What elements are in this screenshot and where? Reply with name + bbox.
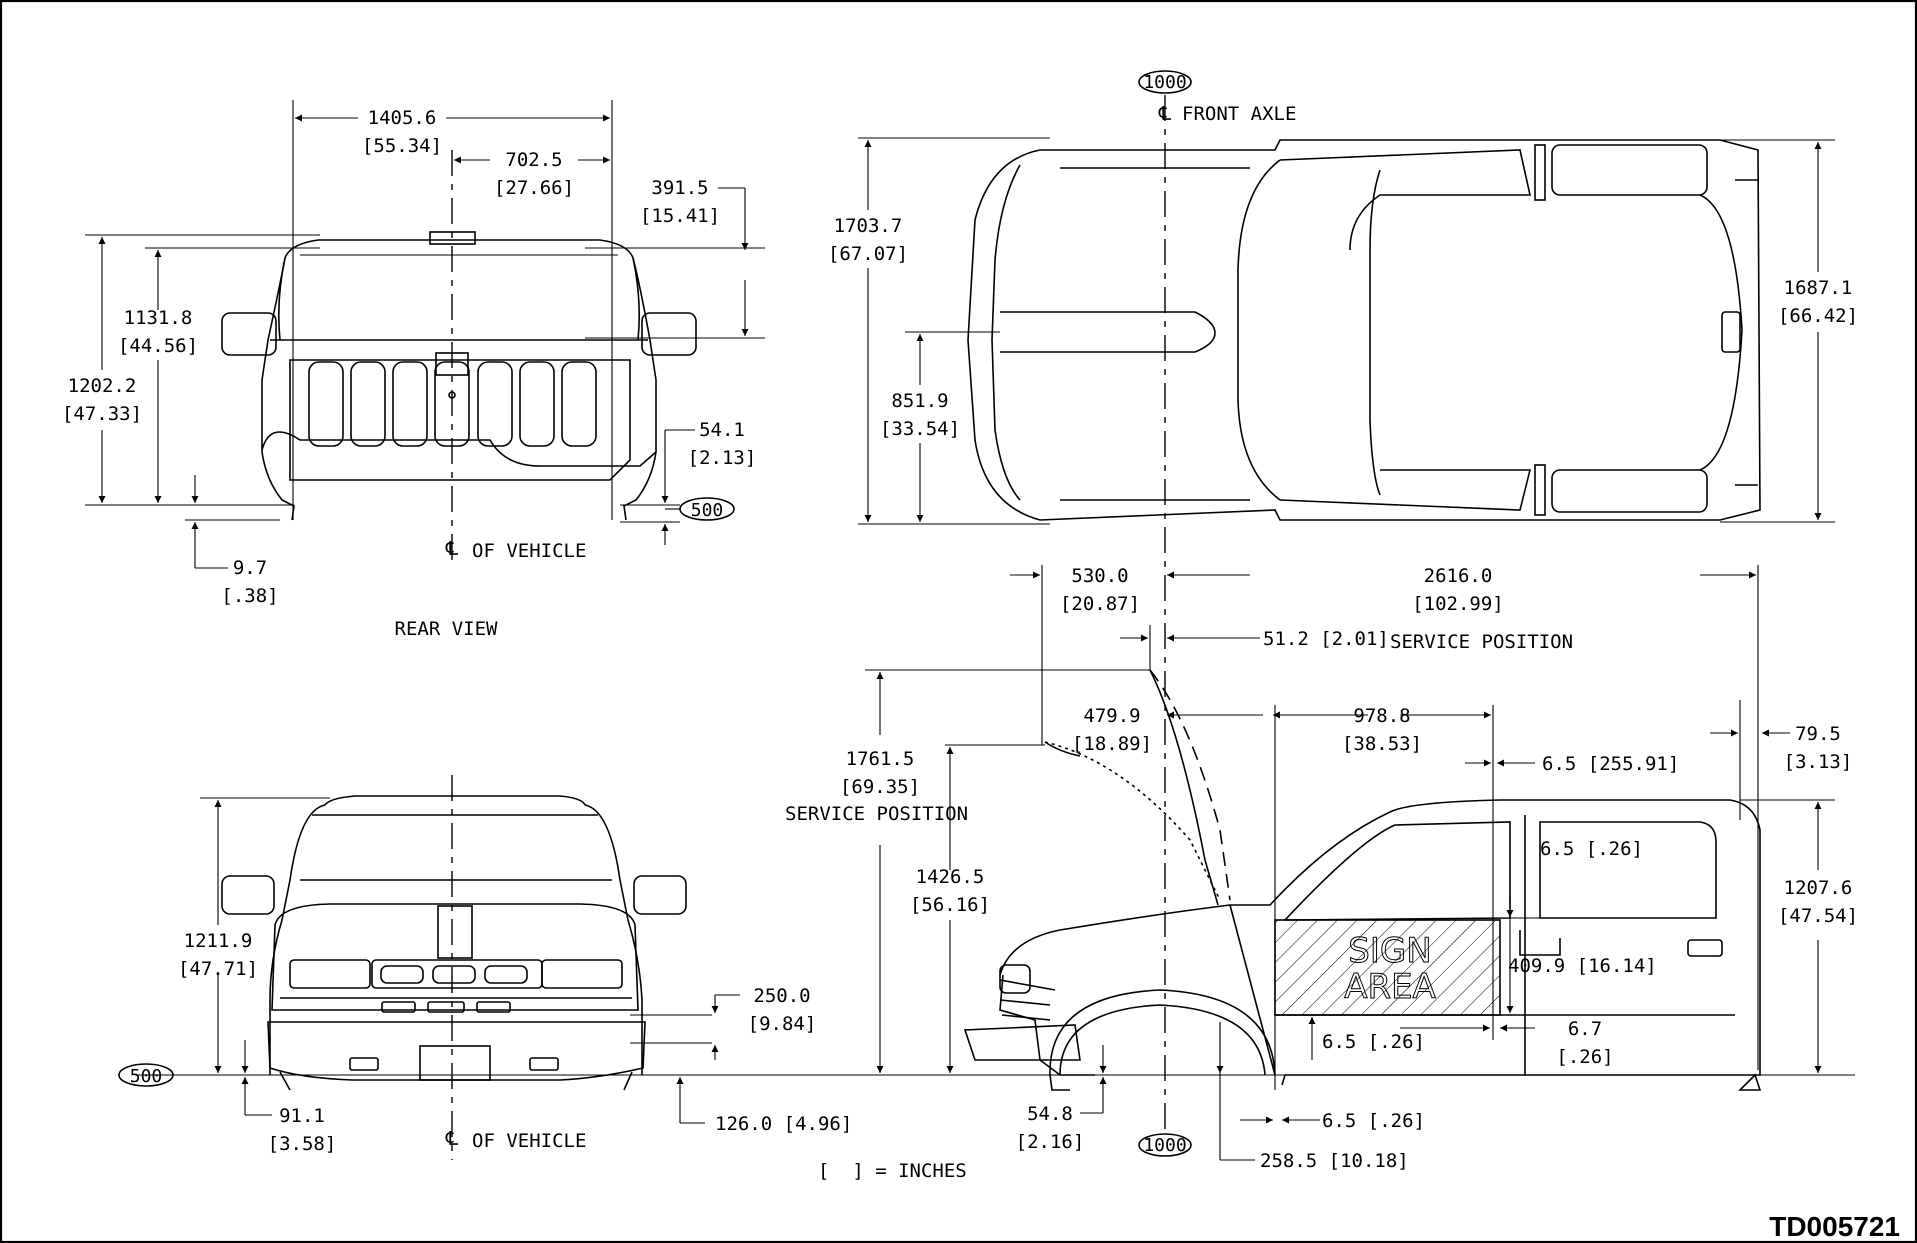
side-wheel-center: 258.5 [10.18]: [1260, 1150, 1409, 1172]
side-hood-height-mm: 1426.5: [916, 866, 985, 888]
front-centerline-label: OF VEHICLE: [472, 1130, 586, 1152]
top-view: [967, 95, 1761, 1135]
rear-overall-height-mm: 1202.2: [68, 375, 137, 397]
rear-bumper-in: [2.13]: [688, 447, 757, 469]
rear-clearance-mm: 9.7: [233, 557, 267, 579]
side-overall-height-in: [47.54]: [1778, 905, 1858, 927]
front-height-mm: 1211.9: [184, 930, 253, 952]
side-service-height-mm: 1761.5: [846, 748, 915, 770]
rear-width-mm: 1405.6: [368, 107, 437, 129]
rear-body-height-mm: 1131.8: [124, 307, 193, 329]
side-service-height-in: [69.35]: [840, 776, 920, 798]
side-service-position-1: SERVICE POSITION: [1390, 631, 1573, 653]
side-wheel-gap: 6.5 [.26]: [1322, 1110, 1425, 1132]
side-overhang-in: [20.87]: [1060, 593, 1140, 615]
side-rear-overhang-mm: 79.5: [1795, 723, 1841, 745]
rear-clearance-in: [.38]: [221, 585, 278, 607]
side-service-position-2: SERVICE POSITION: [785, 803, 968, 825]
sign-area-line-2: AREA: [1344, 967, 1436, 1007]
side-door-gap: 6.5 [.26]: [1540, 838, 1643, 860]
side-rear-overhang-in: [3.13]: [1784, 751, 1853, 773]
side-sign-width-in: [38.53]: [1342, 733, 1422, 755]
rear-view-title: REAR VIEW: [395, 618, 499, 640]
front-height-in: [47.71]: [178, 958, 258, 980]
rear-centerline-symbol: ℄: [445, 538, 459, 560]
top-ref-number: 1000: [1143, 72, 1186, 93]
front-centerline-symbol: ℄: [445, 1128, 459, 1150]
front-view: [221, 775, 687, 1160]
rear-centerline-label: OF VEHICLE: [472, 540, 586, 562]
side-overhang-mm: 530.0: [1071, 565, 1128, 587]
top-width-front-mm: 1703.7: [834, 215, 903, 237]
rear-width-in: [55.34]: [362, 135, 442, 157]
side-sign-width-mm: 978.8: [1353, 705, 1410, 727]
side-hood-open-mm: 479.9: [1083, 705, 1140, 727]
side-sign-height: 409.9 [16.14]: [1508, 955, 1657, 977]
dimension-lines: [85, 70, 1855, 1161]
side-lower-gap-in: [.26]: [1556, 1046, 1613, 1068]
side-tire-mm: 54.8: [1027, 1103, 1073, 1125]
sign-area-line-1: SIGN: [1348, 931, 1431, 971]
rear-body-height-in: [44.56]: [118, 335, 198, 357]
front-ground-ref: 500: [130, 1066, 163, 1087]
front-grille-in: [9.84]: [748, 1013, 817, 1035]
top-hood-mm: 851.9: [891, 390, 948, 412]
side-bottom-ref-number: 1000: [1143, 1135, 1186, 1156]
rear-overall-height-in: [47.33]: [62, 403, 142, 425]
rear-bumper-mm: 54.1: [699, 419, 745, 441]
front-bumper-dim: 126.0 [4.96]: [715, 1113, 852, 1135]
rear-half-width-mm: 702.5: [505, 149, 562, 171]
rear-ground-ref: 500: [691, 500, 724, 521]
top-width-front-in: [67.07]: [828, 243, 908, 265]
side-pillar-dim: 6.5 [255.91]: [1542, 753, 1679, 775]
top-hood-in: [33.54]: [880, 418, 960, 440]
side-hood-offset: 51.2 [2.01]: [1263, 628, 1389, 650]
side-tire-in: [2.16]: [1016, 1131, 1085, 1153]
front-tire-in: [3.58]: [268, 1133, 337, 1155]
rear-roof-mm: 391.5: [651, 177, 708, 199]
units-legend: [ ] = INCHES: [818, 1160, 967, 1182]
front-axle-label: FRONT AXLE: [1182, 103, 1296, 125]
side-hood-height-in: [56.16]: [910, 894, 990, 916]
side-overall-height-mm: 1207.6: [1784, 877, 1853, 899]
top-width-rear-in: [66.42]: [1778, 305, 1858, 327]
side-wheelbase-in: [102.99]: [1412, 593, 1504, 615]
document-id: TD005721: [1769, 1211, 1900, 1242]
rear-roof-in: [15.41]: [640, 205, 720, 227]
rear-half-width-in: [27.66]: [494, 177, 574, 199]
rear-view: [221, 150, 697, 560]
front-grille-mm: 250.0: [753, 985, 810, 1007]
side-view: [963, 669, 1762, 1091]
front-tire-mm: 91.1: [279, 1105, 325, 1127]
side-hood-open-in: [18.89]: [1072, 733, 1152, 755]
side-lower-gap-mm: 6.7: [1568, 1018, 1602, 1040]
side-sign-bottom-gap: 6.5 [.26]: [1322, 1031, 1425, 1053]
front-axle-centerline-symbol: ℄: [1158, 103, 1172, 125]
top-width-rear-mm: 1687.1: [1784, 277, 1853, 299]
side-wheelbase-mm: 2616.0: [1424, 565, 1493, 587]
